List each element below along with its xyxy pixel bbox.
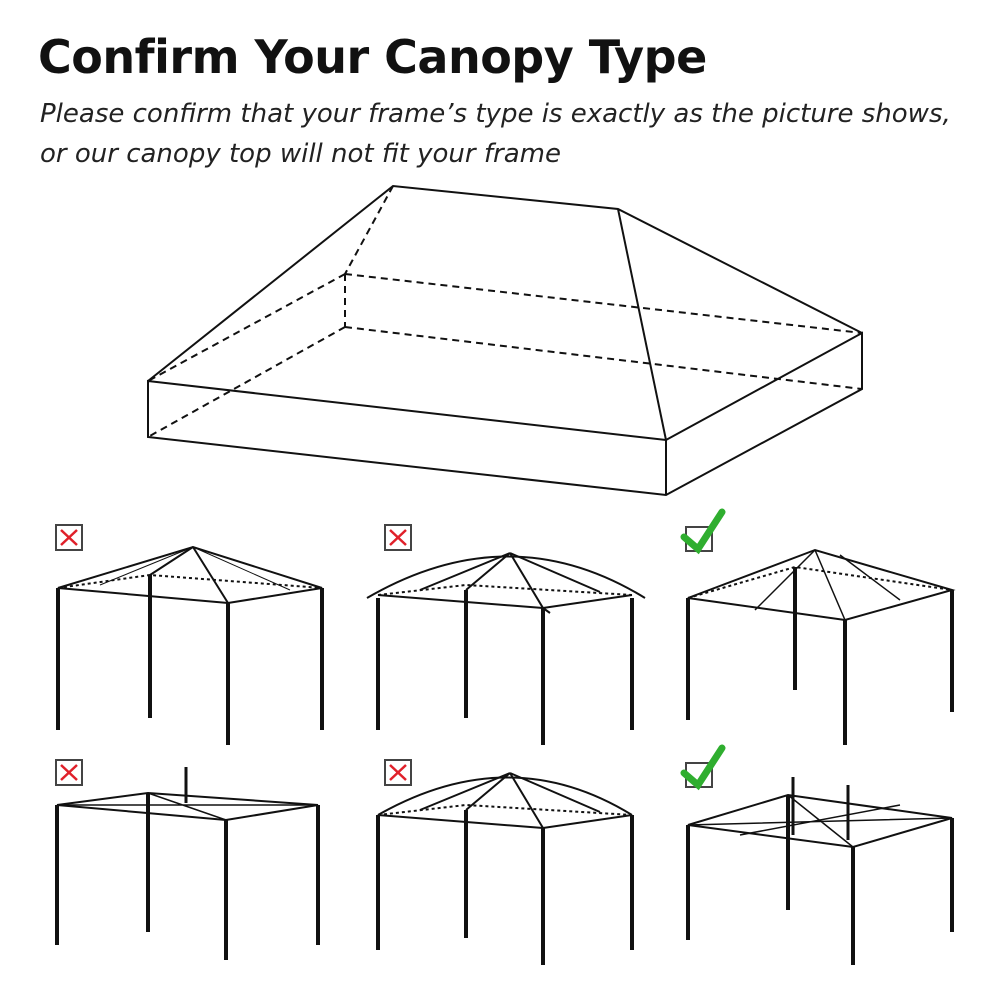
option-pyramid-top-frame bbox=[55, 524, 324, 745]
option-flat-top-center-pole-frame bbox=[55, 759, 320, 960]
subtitle: Please confirm that your frame’s type is… bbox=[40, 94, 980, 174]
green-check-icon bbox=[680, 508, 726, 555]
option-domed-top-frame-2 bbox=[376, 759, 634, 965]
option-flat-top-two-pole-frame bbox=[680, 744, 954, 965]
red-x-icon bbox=[55, 759, 83, 786]
subtitle-line-1: Please confirm that your frame’s type is… bbox=[40, 99, 951, 129]
option-domed-top-frame bbox=[366, 524, 646, 745]
subtitle-line-2: or our canopy top will not fit your fram… bbox=[40, 139, 561, 169]
canopy-top-illustration bbox=[147, 184, 863, 497]
green-check-icon bbox=[680, 744, 726, 791]
page-title: Confirm Your Canopy Type bbox=[38, 30, 707, 84]
option-two-tier-slope-frame bbox=[680, 508, 956, 745]
red-x-icon bbox=[55, 524, 83, 551]
red-x-icon bbox=[384, 524, 412, 551]
red-x-icon bbox=[384, 759, 412, 786]
